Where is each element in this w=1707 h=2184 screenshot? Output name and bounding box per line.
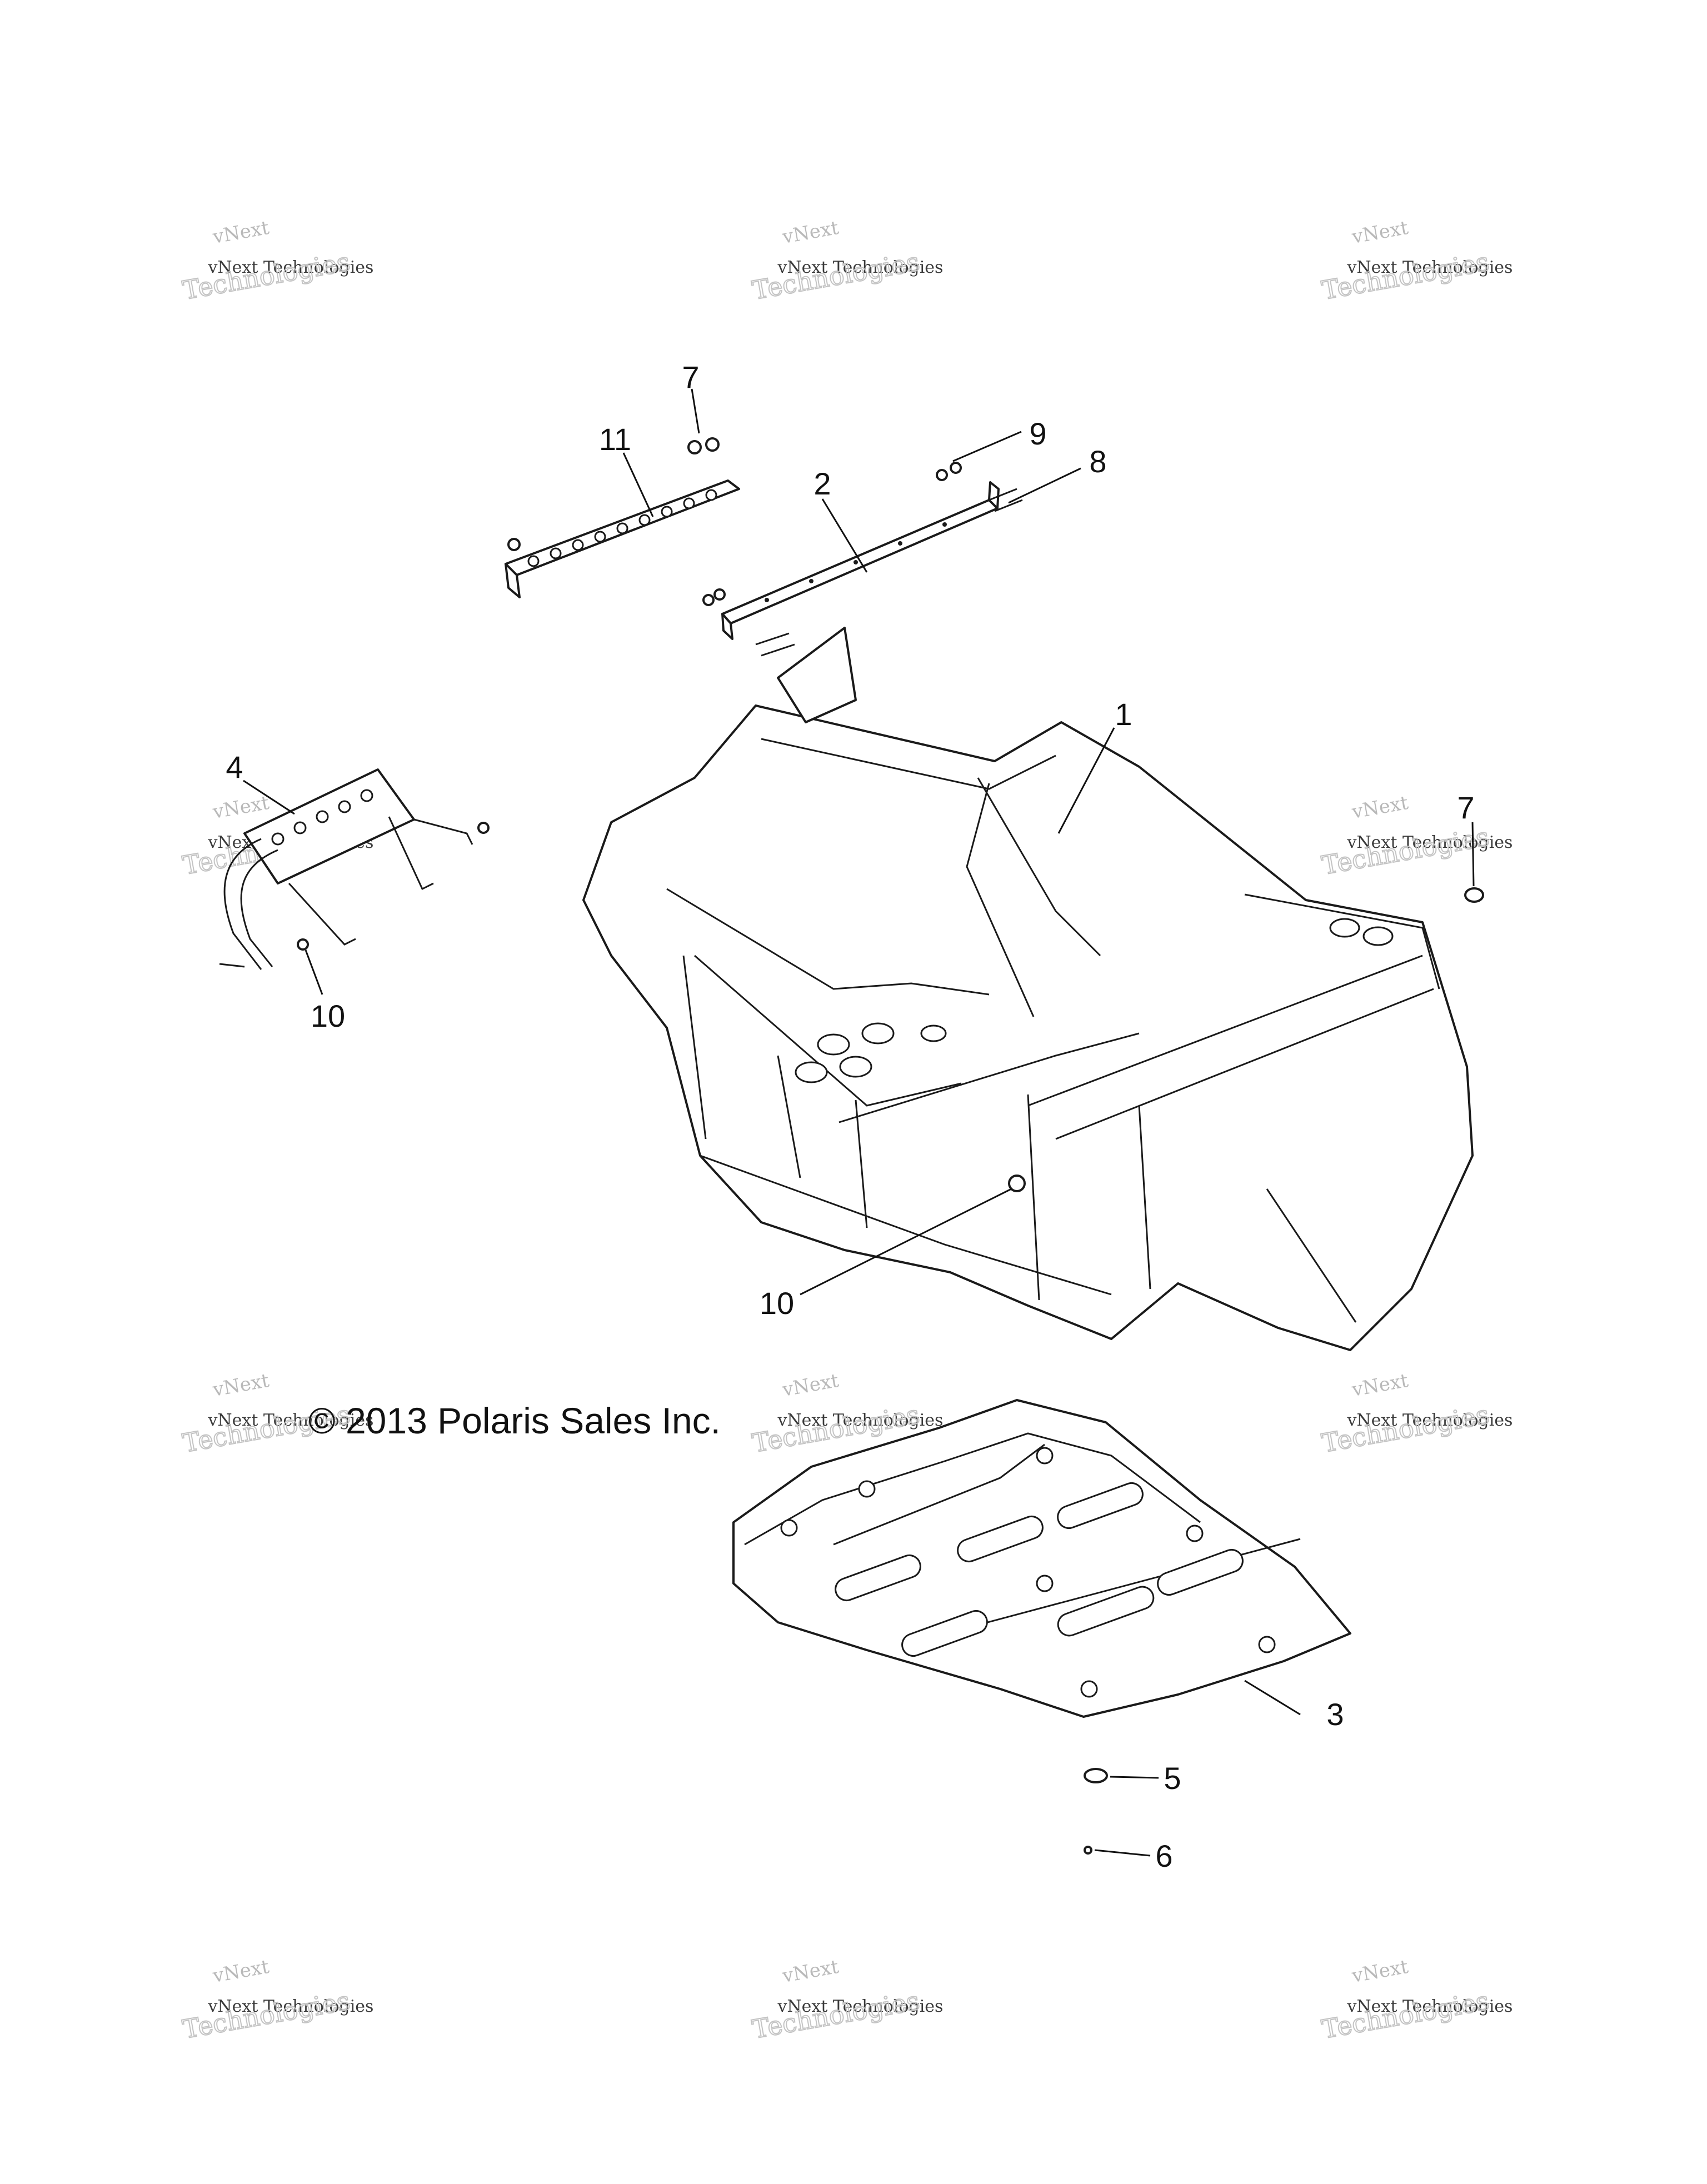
watermark-line3: Technologies [181, 247, 352, 306]
watermark-line2: vNext Technologies [1346, 258, 1513, 277]
watermark-line1: vNext [780, 217, 841, 248]
callout-9: 9 [1029, 416, 1046, 451]
watermark-line3: Technologies [181, 1986, 352, 2045]
watermark-line2: vNext Technologies [777, 258, 943, 277]
callout-11: 11 [599, 422, 631, 457]
watermark-line1: vNext [1350, 1370, 1410, 1401]
part-4-rack [219, 768, 490, 970]
watermark-line1: vNext [1350, 217, 1410, 248]
watermark-line3: Technologies [1320, 247, 1491, 306]
watermark-line1: vNext [1350, 792, 1410, 823]
watermark-line2: vNext Technologies [1346, 1411, 1513, 1430]
watermark-line3: Technologies [750, 1986, 922, 2045]
watermark-line2: vNext Technologies [1346, 1997, 1513, 2016]
callout-6: 6 [1155, 1838, 1172, 1873]
watermark-line2: vNext Technologies [1346, 833, 1513, 852]
leader-lines [243, 388, 1475, 1857]
watermark-line3: Technologies [1320, 1400, 1491, 1458]
part-5-washer [1084, 1768, 1108, 1783]
watermark-bottom-left: vNext vNext Technologies Technologies [180, 1956, 374, 2045]
part-2-rail [702, 462, 1023, 657]
watermark-line1: vNext [780, 1956, 841, 1987]
watermark-line1: vNext [780, 1370, 841, 1401]
watermark-line2: vNext Technologies [777, 1411, 943, 1430]
watermark-line2: vNext Technologies [207, 1411, 373, 1430]
watermark-line3: Technologies [1320, 822, 1491, 881]
callout-1: 1 [1115, 697, 1132, 732]
watermark-line1: vNext [211, 1370, 271, 1401]
callout-7-top: 7 [682, 359, 699, 394]
callout-10-right: 7 [1457, 790, 1474, 825]
watermark-line3: Technologies [750, 247, 922, 306]
watermark-lower-right: vNext vNext Technologies Technologies [1319, 1370, 1513, 1459]
watermark-top-left: vNext vNext Technologies Technologies [180, 217, 374, 306]
callout-7-left: 10 [311, 998, 345, 1033]
watermark-line2: vNext Technologies [207, 258, 373, 277]
watermark-bottom-right: vNext vNext Technologies Technologies [1319, 1956, 1513, 2045]
copyright-notice: © 2013 Polaris Sales Inc. [308, 1400, 721, 1441]
part-10-nut-right [1464, 887, 1484, 903]
watermark-line1: vNext [211, 217, 271, 248]
watermark-line3: Technologies [1320, 1986, 1491, 2045]
watermark-top-right: vNext vNext Technologies Technologies [1319, 217, 1513, 306]
callout-5: 5 [1164, 1761, 1181, 1796]
callout-2: 2 [813, 466, 831, 501]
watermark-line1: vNext [1350, 1956, 1410, 1987]
watermark-mid-right: vNext vNext Technologies Technologies [1319, 792, 1513, 881]
callout-3: 3 [1326, 1697, 1344, 1732]
part-11-rail [505, 437, 740, 598]
watermark-line2: vNext Technologies [207, 1997, 373, 2016]
watermark-bottom-center: vNext vNext Technologies Technologies [750, 1956, 944, 2045]
callout-10-frame: 10 [760, 1286, 794, 1321]
watermark-line2: vNext Technologies [777, 1997, 943, 2016]
part-1-frame [582, 627, 1474, 1351]
watermark-top-center: vNext vNext Technologies Technologies [750, 217, 944, 306]
callout-4: 4 [226, 749, 243, 784]
watermark-line1: vNext [211, 792, 271, 823]
part-6-screw [1084, 1846, 1092, 1855]
watermark-line1: vNext [211, 1956, 271, 1987]
part-3-skid-plate [732, 1399, 1351, 1718]
callout-8: 8 [1089, 444, 1106, 479]
